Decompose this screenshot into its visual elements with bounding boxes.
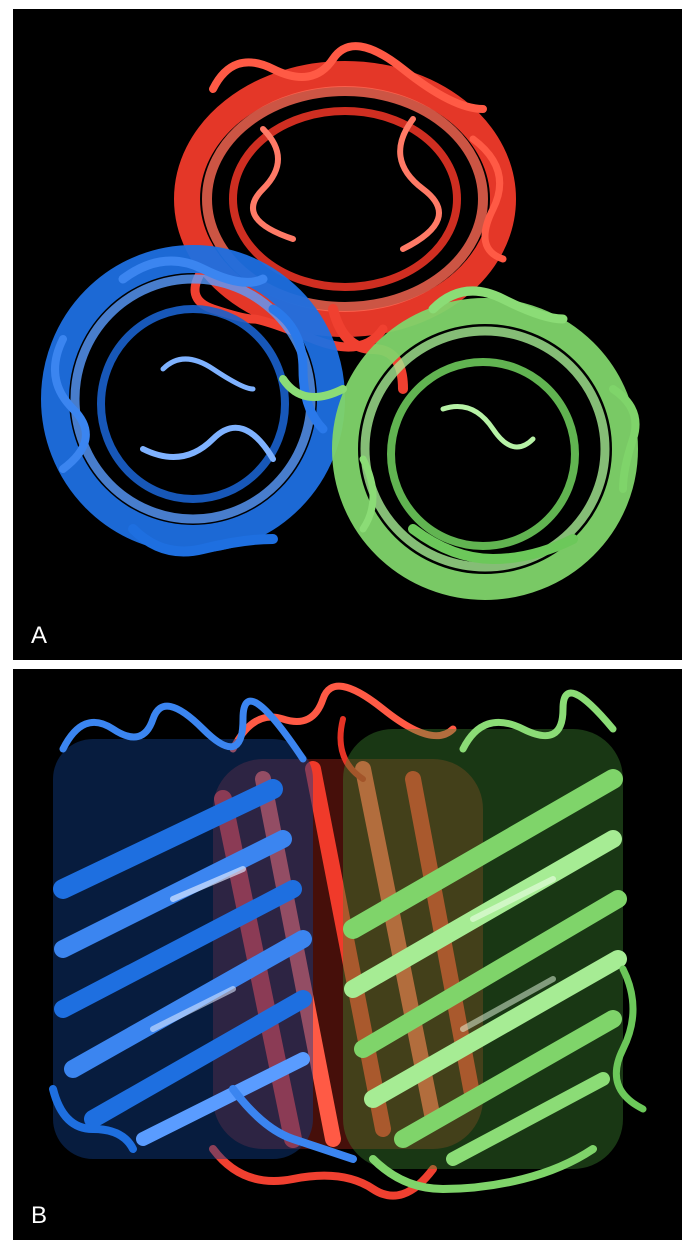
protein-trimer-side-view-image bbox=[49, 682, 647, 1200]
blue-subunit-ring bbox=[41, 245, 345, 557]
panel-b-side-view: B bbox=[13, 669, 682, 1240]
panel-a-top-view: A bbox=[13, 9, 682, 660]
red-subunit-ring bbox=[174, 42, 516, 394]
panel-label-b: B bbox=[31, 1202, 48, 1229]
blue-subunit-barrel bbox=[49, 697, 357, 1163]
green-subunit-ring bbox=[279, 286, 640, 600]
panel-label-a: A bbox=[31, 622, 48, 649]
protein-trimer-top-view-image bbox=[41, 42, 640, 600]
green-subunit-barrel bbox=[343, 689, 647, 1193]
